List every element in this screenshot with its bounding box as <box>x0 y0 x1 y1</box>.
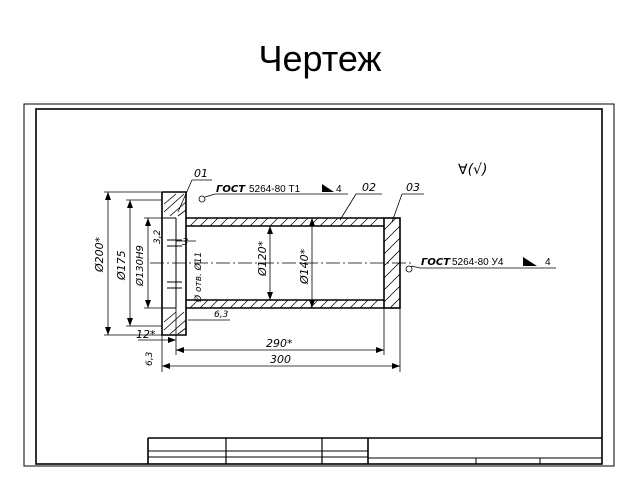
dim-bore: Ø отв. Ø11 <box>193 252 204 303</box>
title-block <box>147 437 602 464</box>
weld-note-right-leader <box>405 265 556 273</box>
dim-l300: 300 <box>270 353 291 366</box>
weld-right-code: 5264-80 У4 <box>452 257 504 268</box>
dim-gap3: 3 <box>182 237 188 248</box>
dimension-lines <box>104 191 401 372</box>
weld-top-leg: 4 <box>336 184 342 195</box>
sheet-outer-border <box>23 103 615 467</box>
part-02-tube <box>186 217 384 309</box>
weld-top-fillet-icon <box>322 184 334 192</box>
dim-d140: Ø140* <box>298 248 311 285</box>
dim-l290: 290* <box>266 337 293 350</box>
part-03-hatching <box>383 217 401 309</box>
slide-title: Чертеж <box>258 38 382 79</box>
dim-d200: Ø200* <box>93 236 106 273</box>
roughness-symbol: ∀(√) <box>458 162 487 178</box>
dim-d175: Ø175 <box>115 250 128 281</box>
weld-note-top-leader <box>198 193 348 203</box>
weld-right-std: ГОСТ <box>421 257 451 268</box>
dim-d120: Ø120* <box>256 240 269 277</box>
callout-03: 03 <box>406 181 420 194</box>
sheet-inner-frame <box>35 108 603 465</box>
weld-right-leg: 4 <box>545 257 551 268</box>
dimension-arrows <box>105 192 400 369</box>
flange-bolt-holes <box>167 239 182 289</box>
dim-r63-right: 6,3 <box>214 310 229 320</box>
dim-l12: 12* <box>136 328 156 341</box>
weld-right-fillet-icon <box>523 257 537 266</box>
weld-top-code: 5264-80 Т1 <box>249 184 301 195</box>
dim-d130: Ø130H9 <box>134 245 146 287</box>
dim-r32: 3,2 <box>153 229 163 244</box>
callout-leaders <box>177 179 424 223</box>
part-01-hatching <box>163 193 187 335</box>
callout-02: 02 <box>362 181 376 194</box>
weld-top-std: ГОСТ <box>216 184 246 195</box>
dim-r63-left: 6,3 <box>145 351 155 366</box>
callout-01: 01 <box>194 167 208 180</box>
part-02-hatching <box>189 217 379 309</box>
